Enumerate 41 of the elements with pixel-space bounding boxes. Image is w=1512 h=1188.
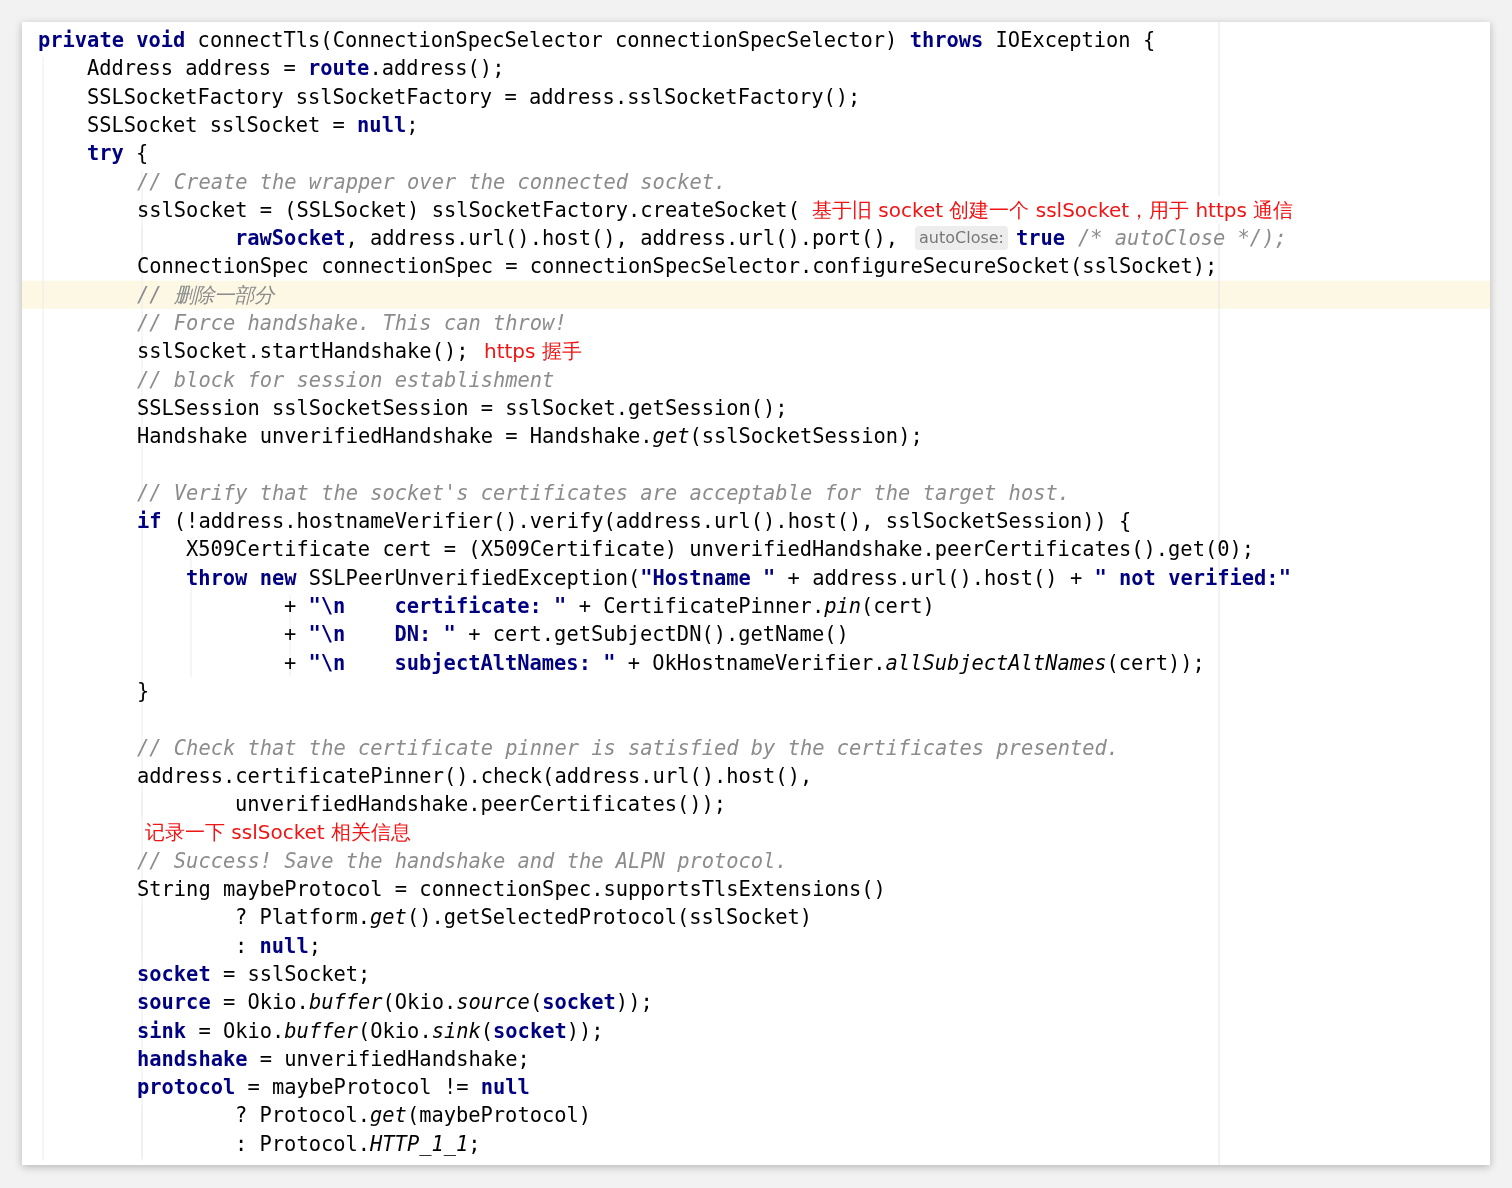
code-line: Handshake unverifiedHandshake = Handshake.get(sslSocketSession);: [137, 423, 923, 451]
code-comment: // Verify that the socket's certificates are acceptable for the target host.: [137, 479, 1070, 507]
code-line: throw new SSLPeerUnverifiedException("Hostname " + address.url().host() + " not verified:": [186, 564, 1291, 592]
annotation-text: 基于旧 socket 创建一个 sslSocket，用于 https 通信: [810, 195, 1296, 224]
code-line: SSLSession sslSocketSession = sslSocket.getSession();: [137, 394, 788, 422]
code-line: sslSocket = (SSLSocket) sslSocketFactory.createSocket(: [137, 196, 800, 224]
code-line: sslSocket.startHandshake();: [137, 338, 469, 366]
code-line: SSLSocketFactory sslSocketFactory = address.sslSocketFactory();: [87, 83, 861, 111]
code-line: + "\n DN: " + cert.getSubjectDN().getName(): [284, 621, 849, 649]
code-line: SSLSocket sslSocket = null;: [87, 111, 419, 139]
code-line: source = Okio.buffer(Okio.source(socket));: [137, 989, 653, 1017]
code-line: handshake = unverifiedHandshake;: [137, 1045, 530, 1073]
code-line: : Protocol.HTTP_1_1;: [235, 1130, 481, 1158]
code-line: String maybeProtocol = connectionSpec.supportsTlsExtensions(): [137, 876, 886, 903]
code-keyword: true: [1016, 225, 1066, 253]
code-line: protocol = maybeProtocol != null: [137, 1074, 530, 1102]
code-line: private void connectTls(ConnectionSpecSelector connectionSpecSelector) throws IOException {: [38, 27, 1156, 54]
code-line: ? Protocol.get(maybeProtocol): [235, 1102, 592, 1130]
code-line: ? Platform.get().getSelectedProtocol(sslSocket): [235, 904, 812, 932]
code-line: + "\n subjectAltNames: " + OkHostnameVerifier.allSubjectAltNames(cert));: [284, 649, 1205, 677]
code-line: unverifiedHandshake.peerCertificates());: [235, 791, 727, 819]
parameter-hint: autoClose:: [915, 226, 1008, 251]
code-line: sink = Okio.buffer(Okio.sink(socket));: [137, 1017, 604, 1045]
code-comment: // Check that the certificate pinner is satisfied by the certificates presented.: [137, 734, 1120, 762]
code-line: try {: [87, 140, 149, 168]
code-comment: // Success! Save the handshake and the ALPN protocol.: [137, 847, 788, 875]
code-line: /* autoClose */);: [1078, 225, 1287, 253]
code-line: X509Certificate cert = (X509Certificate) unverifiedHandshake.peerCertificates().get(0);: [186, 536, 1255, 564]
code-line: : null;: [235, 932, 321, 960]
code-line: ConnectionSpec connectionSpec = connectionSpecSelector.configureSecureSocket(sslSocket);: [137, 253, 1218, 281]
code-line: address.certificatePinner().check(address.url().host(),: [137, 762, 813, 790]
code-line: socket = sslSocket;: [137, 960, 371, 988]
code-line: if (!address.hostnameVerifier().verify(address.url().host(), sslSocketSession)) {: [137, 508, 1132, 536]
code-comment: // 删除一部分: [137, 281, 274, 309]
code-line: rawSocket, address.url().host(), address.url().port(),: [235, 225, 898, 253]
code-line: Address address = route.address();: [87, 55, 505, 83]
code-comment: // block for session establishment: [137, 366, 555, 394]
code-line: }: [137, 677, 150, 705]
code-line: + "\n certificate: " + CertificatePinner.pin(cert): [284, 593, 935, 620]
code-comment: // Force handshake. This can throw!: [137, 310, 567, 337]
code-comment: // Create the wrapper over the connected socket.: [137, 168, 727, 196]
